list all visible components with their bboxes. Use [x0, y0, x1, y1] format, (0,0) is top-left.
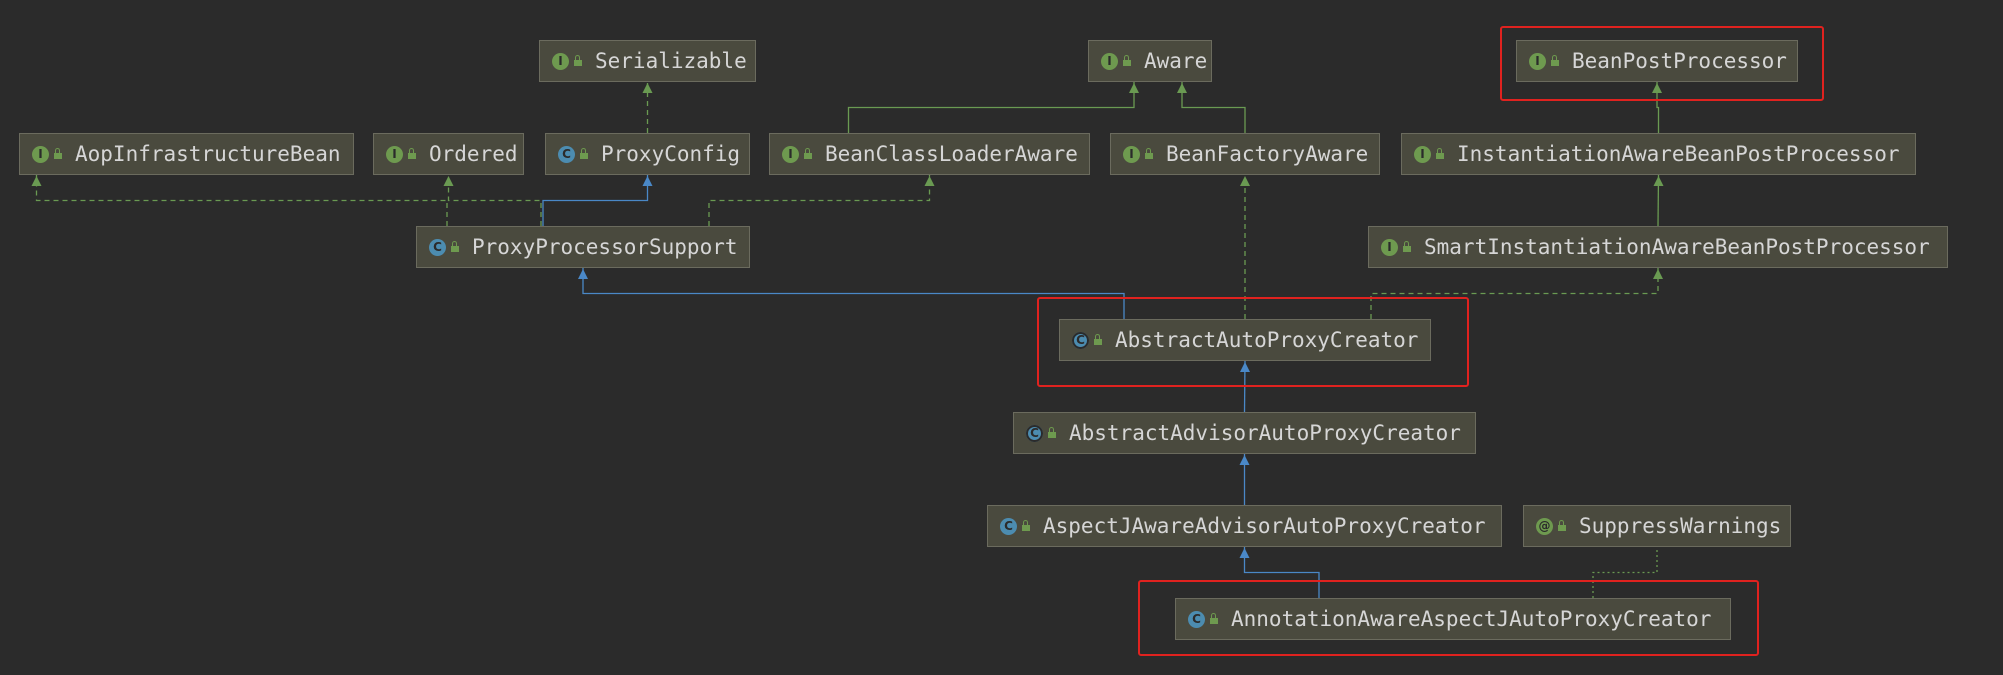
arrowhead: [642, 176, 653, 186]
node-label: BeanFactoryAware: [1166, 142, 1369, 166]
arrowhead: [1239, 455, 1250, 465]
public-lock-icon: [451, 241, 459, 252]
node-bean-class-loader-aware[interactable]: I BeanClassLoaderAware: [769, 133, 1090, 175]
edge-proxy-processor-support-to-proxy-config: [542, 175, 649, 226]
edge-abstract-auto-proxy-creator-to-proxy-processor-support: [582, 268, 1125, 319]
node-proxy-processor-support[interactable]: C ProxyProcessorSupport: [416, 226, 750, 268]
node-label: Serializable: [595, 49, 747, 73]
arrowhead: [1240, 362, 1250, 372]
abstract-class-icon: C: [1026, 424, 1043, 442]
class-icon: C: [558, 145, 575, 163]
arrowhead: [1177, 83, 1187, 93]
interface-icon: I: [1101, 52, 1118, 70]
class-icon: C: [1000, 517, 1017, 535]
public-lock-icon: [574, 55, 582, 66]
public-lock-icon: [54, 148, 62, 159]
arrowhead: [1653, 176, 1664, 186]
arrowhead: [1653, 269, 1663, 279]
node-ordered[interactable]: I Ordered: [373, 133, 524, 175]
node-instantiation-aware-bean-post-processor[interactable]: I InstantiationAwareBeanPostProcessor: [1401, 133, 1916, 175]
public-lock-icon: [1048, 427, 1056, 438]
interface-icon: I: [552, 52, 569, 70]
edge-proxy-processor-support-to-ordered: [447, 175, 542, 226]
interface-icon: I: [32, 145, 49, 163]
node-aop-infrastructure-bean[interactable]: I AopInfrastructureBean: [19, 133, 354, 175]
node-aware[interactable]: I Aware: [1088, 40, 1212, 82]
public-lock-icon: [1022, 520, 1030, 531]
node-serializable[interactable]: I Serializable: [539, 40, 756, 82]
interface-icon: I: [1414, 145, 1431, 163]
arrowhead: [1652, 83, 1662, 93]
node-label: Aware: [1144, 49, 1208, 73]
node-label: AopInfrastructureBean: [75, 142, 341, 166]
edge-bean-factory-aware-to-aware: [1181, 82, 1246, 133]
edge-proxy-processor-support-to-bean-class-loader-aware: [708, 175, 931, 226]
edge-proxy-processor-support-to-aop-infrastructure-bean: [35, 175, 448, 226]
public-lock-icon: [804, 148, 812, 159]
node-label: ProxyProcessorSupport: [472, 235, 738, 259]
public-lock-icon: [1558, 520, 1566, 531]
arrowhead: [924, 176, 935, 186]
node-suppress-warnings[interactable]: @ SuppressWarnings: [1523, 505, 1791, 547]
node-bean-factory-aware[interactable]: I BeanFactoryAware: [1110, 133, 1380, 175]
arrowhead: [1129, 83, 1139, 93]
interface-icon: I: [782, 145, 799, 163]
public-lock-icon: [580, 148, 588, 159]
public-lock-icon: [1094, 334, 1102, 345]
node-label: AbstractAutoProxyCreator: [1115, 328, 1419, 352]
public-lock-icon: [1436, 148, 1444, 159]
abstract-class-icon: C: [1072, 331, 1089, 349]
class-icon: C: [429, 238, 446, 256]
arrowhead: [1240, 176, 1250, 186]
node-abstract-advisor-auto-proxy-creator[interactable]: C AbstractAdvisorAutoProxyCreator: [1013, 412, 1476, 454]
arrowhead: [443, 176, 454, 186]
node-label: BeanClassLoaderAware: [825, 142, 1078, 166]
node-label: ProxyConfig: [601, 142, 741, 166]
edge-annotation-aware-aspectj-auto-proxy-creator-to-suppress-warnings: [1592, 547, 1658, 598]
arrowhead: [578, 269, 588, 279]
node-label: AbstractAdvisorAutoProxyCreator: [1069, 421, 1461, 445]
public-lock-icon: [1210, 613, 1218, 624]
node-label: InstantiationAwareBeanPostProcessor: [1457, 142, 1900, 166]
public-lock-icon: [1403, 241, 1411, 252]
class-icon: C: [1188, 610, 1205, 628]
interface-icon: I: [1381, 238, 1398, 256]
public-lock-icon: [1123, 55, 1131, 66]
node-annotation-aware-aspectj-auto-proxy-creator[interactable]: C AnnotationAwareAspectJAutoProxyCreator: [1175, 598, 1731, 640]
annotation-icon: @: [1536, 517, 1553, 535]
interface-icon: I: [386, 145, 403, 163]
node-label: SuppressWarnings: [1579, 514, 1782, 538]
interface-icon: I: [1123, 145, 1140, 163]
node-label: BeanPostProcessor: [1572, 49, 1787, 73]
edge-annotation-aware-aspectj-auto-proxy-creator-to-aspectj-aware-advisor-auto-proxy-creator: [1243, 547, 1320, 598]
node-proxy-config[interactable]: C ProxyConfig: [545, 133, 750, 175]
node-aspectj-aware-advisor-auto-proxy-creator[interactable]: C AspectJAwareAdvisorAutoProxyCreator: [987, 505, 1502, 547]
public-lock-icon: [408, 148, 416, 159]
edge-instantiation-aware-bpp-to-bean-post-processor: [1656, 82, 1660, 133]
public-lock-icon: [1145, 148, 1153, 159]
node-smart-instantiation-aware-bean-post-processor[interactable]: I SmartInstantiationAwareBeanPostProcesso…: [1368, 226, 1948, 268]
node-label: SmartInstantiationAwareBeanPostProcessor: [1424, 235, 1930, 259]
node-label: AnnotationAwareAspectJAutoProxyCreator: [1231, 607, 1712, 631]
arrowhead: [642, 83, 653, 93]
node-abstract-auto-proxy-creator[interactable]: C AbstractAutoProxyCreator: [1059, 319, 1431, 361]
node-label: Ordered: [429, 142, 518, 166]
edge-bean-class-loader-aware-to-aware: [847, 82, 1135, 133]
node-label: AspectJAwareAdvisorAutoProxyCreator: [1043, 514, 1486, 538]
interface-icon: I: [1529, 52, 1546, 70]
public-lock-icon: [1551, 55, 1559, 66]
arrowhead: [1239, 548, 1250, 558]
arrowhead: [31, 176, 42, 186]
edge-abstract-auto-proxy-creator-to-smart-instantiation-aware-bpp: [1370, 268, 1659, 319]
node-bean-post-processor[interactable]: I BeanPostProcessor: [1516, 40, 1798, 82]
